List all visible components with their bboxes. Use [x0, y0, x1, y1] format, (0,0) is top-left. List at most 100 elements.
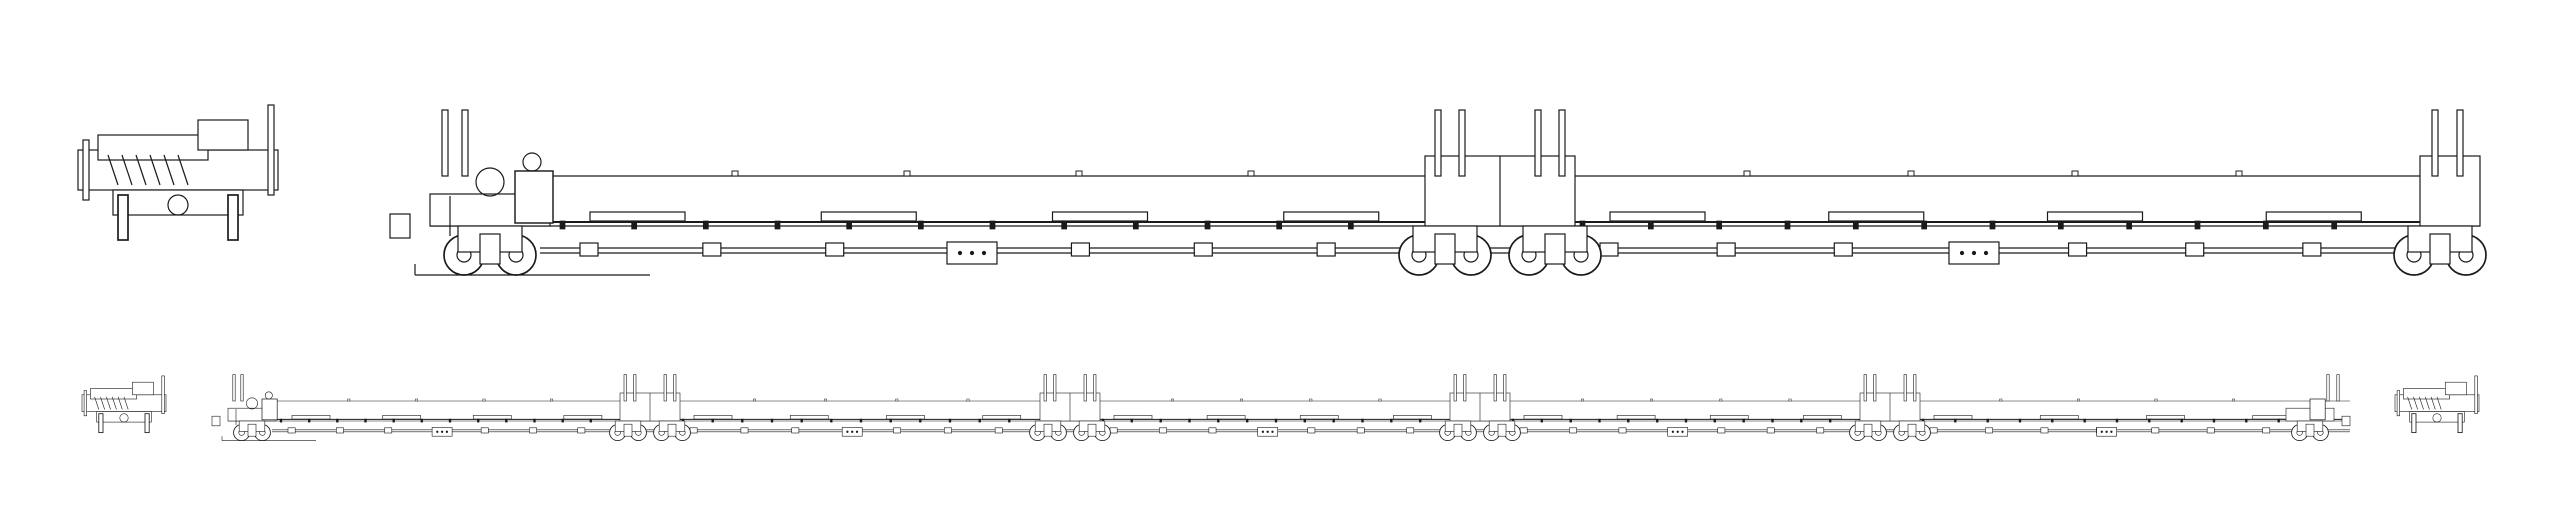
beam-block	[1519, 427, 1528, 434]
bolster	[1497, 423, 1507, 437]
brake-housing	[2445, 381, 2467, 396]
deck-tie-down	[414, 398, 418, 402]
beam-block	[1618, 427, 1627, 434]
deck-lid	[1828, 211, 1925, 222]
deck-lid	[2039, 415, 2079, 420]
wheel-profile	[2457, 413, 2463, 434]
deck-lid	[589, 211, 686, 222]
bolster	[2429, 233, 2451, 265]
deck-lid	[1393, 415, 1432, 420]
stanchion-post	[1558, 109, 1566, 177]
sill-fitting	[2194, 220, 2201, 230]
sill-fitting	[2180, 418, 2183, 423]
sill-fitting	[420, 418, 424, 423]
sill-fitting	[1130, 418, 1134, 423]
sill-fitting	[1742, 418, 1745, 423]
beam-block	[2185, 242, 2205, 257]
beam-block	[1307, 427, 1316, 434]
beam-block	[480, 427, 489, 434]
stanchion-post	[1463, 374, 1467, 402]
stanchion-post	[1453, 374, 1457, 402]
junction-box-dot	[1959, 250, 1965, 256]
deck-tie-down	[1788, 398, 1792, 402]
end-detail-line	[2419, 396, 2424, 410]
sill-fitting	[1828, 418, 1832, 423]
beam-block	[287, 427, 296, 434]
brake-wheel	[475, 167, 505, 197]
junction-box-dot	[846, 430, 849, 433]
junction-box-dot	[2110, 430, 2113, 433]
end-detail-line	[100, 396, 105, 410]
brake-cylinder	[522, 152, 542, 172]
junction-box-dot	[851, 430, 854, 433]
sill-fitting	[1418, 418, 1422, 423]
beam-block	[1833, 242, 1853, 257]
sill-fitting	[1217, 418, 1220, 423]
hand-brake-housing	[261, 398, 278, 421]
truck-bolster	[96, 411, 152, 423]
wheel-profile	[2411, 413, 2417, 434]
sill-fitting	[741, 418, 744, 423]
sill-fitting	[948, 418, 952, 423]
sill-fitting	[1332, 418, 1335, 423]
end-view-small-left	[81, 375, 167, 434]
deck-tie-down	[1170, 398, 1174, 402]
brake-housing	[132, 381, 154, 396]
deck-lid	[1803, 415, 1842, 420]
deck-lid	[2265, 211, 2362, 222]
deck-tie-down	[2154, 398, 2158, 402]
sill-fitting	[917, 220, 924, 230]
deck-lid	[1709, 415, 1749, 420]
sill-fitting	[1390, 418, 1393, 423]
deck-lid	[1113, 415, 1153, 420]
sill-fitting	[2018, 418, 2022, 423]
bolster	[1087, 423, 1097, 437]
sill-fitting	[476, 418, 480, 423]
sill-fitting	[336, 418, 339, 423]
deck-tie-down	[903, 170, 911, 177]
deck-tie-down	[1580, 398, 1584, 402]
sill-fitting	[307, 418, 311, 423]
sill-fitting	[533, 418, 536, 423]
end-detail-line	[2407, 396, 2413, 410]
beam-block	[1193, 242, 1213, 257]
junction-box-dot	[969, 250, 975, 256]
deck-lid	[1523, 415, 1563, 420]
brake-cylinder	[264, 391, 273, 400]
sill-fitting	[846, 220, 853, 230]
sill-fitting	[1989, 220, 1996, 230]
sill-fitting	[1852, 220, 1859, 230]
end-deck	[90, 388, 137, 400]
deck-tie-down	[966, 398, 970, 402]
beam-block	[1070, 242, 1091, 257]
stanchion-post	[1903, 374, 1907, 402]
sill-fitting	[1784, 220, 1791, 230]
wheel-profile	[144, 413, 150, 434]
end-detail-line	[2436, 396, 2442, 410]
beam-block	[2067, 242, 2088, 257]
end-deck	[2403, 388, 2450, 400]
beam-block	[943, 427, 952, 434]
stanchion-post	[1503, 374, 1507, 402]
beam-block	[2206, 427, 2215, 434]
sill-fitting	[1598, 418, 1601, 423]
deck-lid	[1299, 415, 1339, 420]
sill-fitting	[1986, 418, 1989, 423]
stanchion-post	[1493, 374, 1497, 402]
bolster	[1043, 423, 1053, 437]
side-view-detail	[389, 109, 2487, 276]
junction-box-dot	[1971, 250, 1977, 256]
sill-fitting	[1684, 418, 1688, 423]
end-post	[82, 139, 90, 201]
junction-box-dot	[981, 250, 987, 256]
sill-fitting	[978, 418, 981, 423]
sill-fitting	[1303, 418, 1307, 423]
deck-lid	[1609, 211, 1706, 222]
stanchion-post	[1913, 374, 1917, 402]
stanchion-post	[441, 109, 449, 177]
coupler-head	[2432, 413, 2442, 423]
wheel-profile	[227, 194, 239, 241]
end-deck	[97, 134, 209, 161]
sill-fitting	[1921, 220, 1928, 230]
